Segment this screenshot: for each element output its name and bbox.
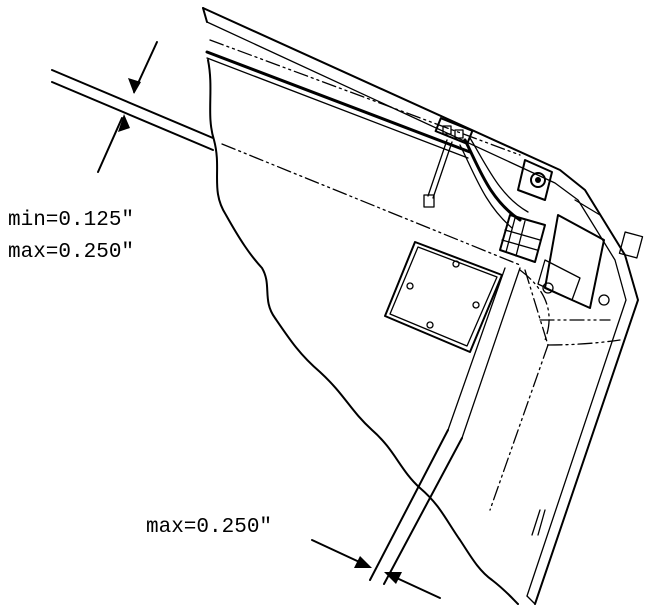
panel-outer-edge	[202, 7, 639, 605]
label-min-gap: min=0.125"	[8, 209, 134, 232]
cable-harness	[459, 137, 529, 229]
label-max-gap-bottom: max=0.250"	[146, 516, 272, 539]
top-edge-strip	[205, 39, 521, 159]
bottom-gap-lines	[369, 429, 463, 585]
label-max-gap-top: max=0.250"	[8, 241, 134, 264]
bottom-dimension-arrows	[311, 539, 441, 599]
sensor-bracket	[423, 117, 474, 208]
top-gap-lines	[51, 69, 214, 151]
break-line	[207, 59, 519, 605]
inner-panel-edges	[221, 143, 621, 511]
bottom-edge-detail	[531, 509, 546, 536]
mounting-plate	[384, 241, 503, 353]
actuator-housing	[499, 159, 644, 309]
top-dimension-arrows	[97, 41, 158, 173]
